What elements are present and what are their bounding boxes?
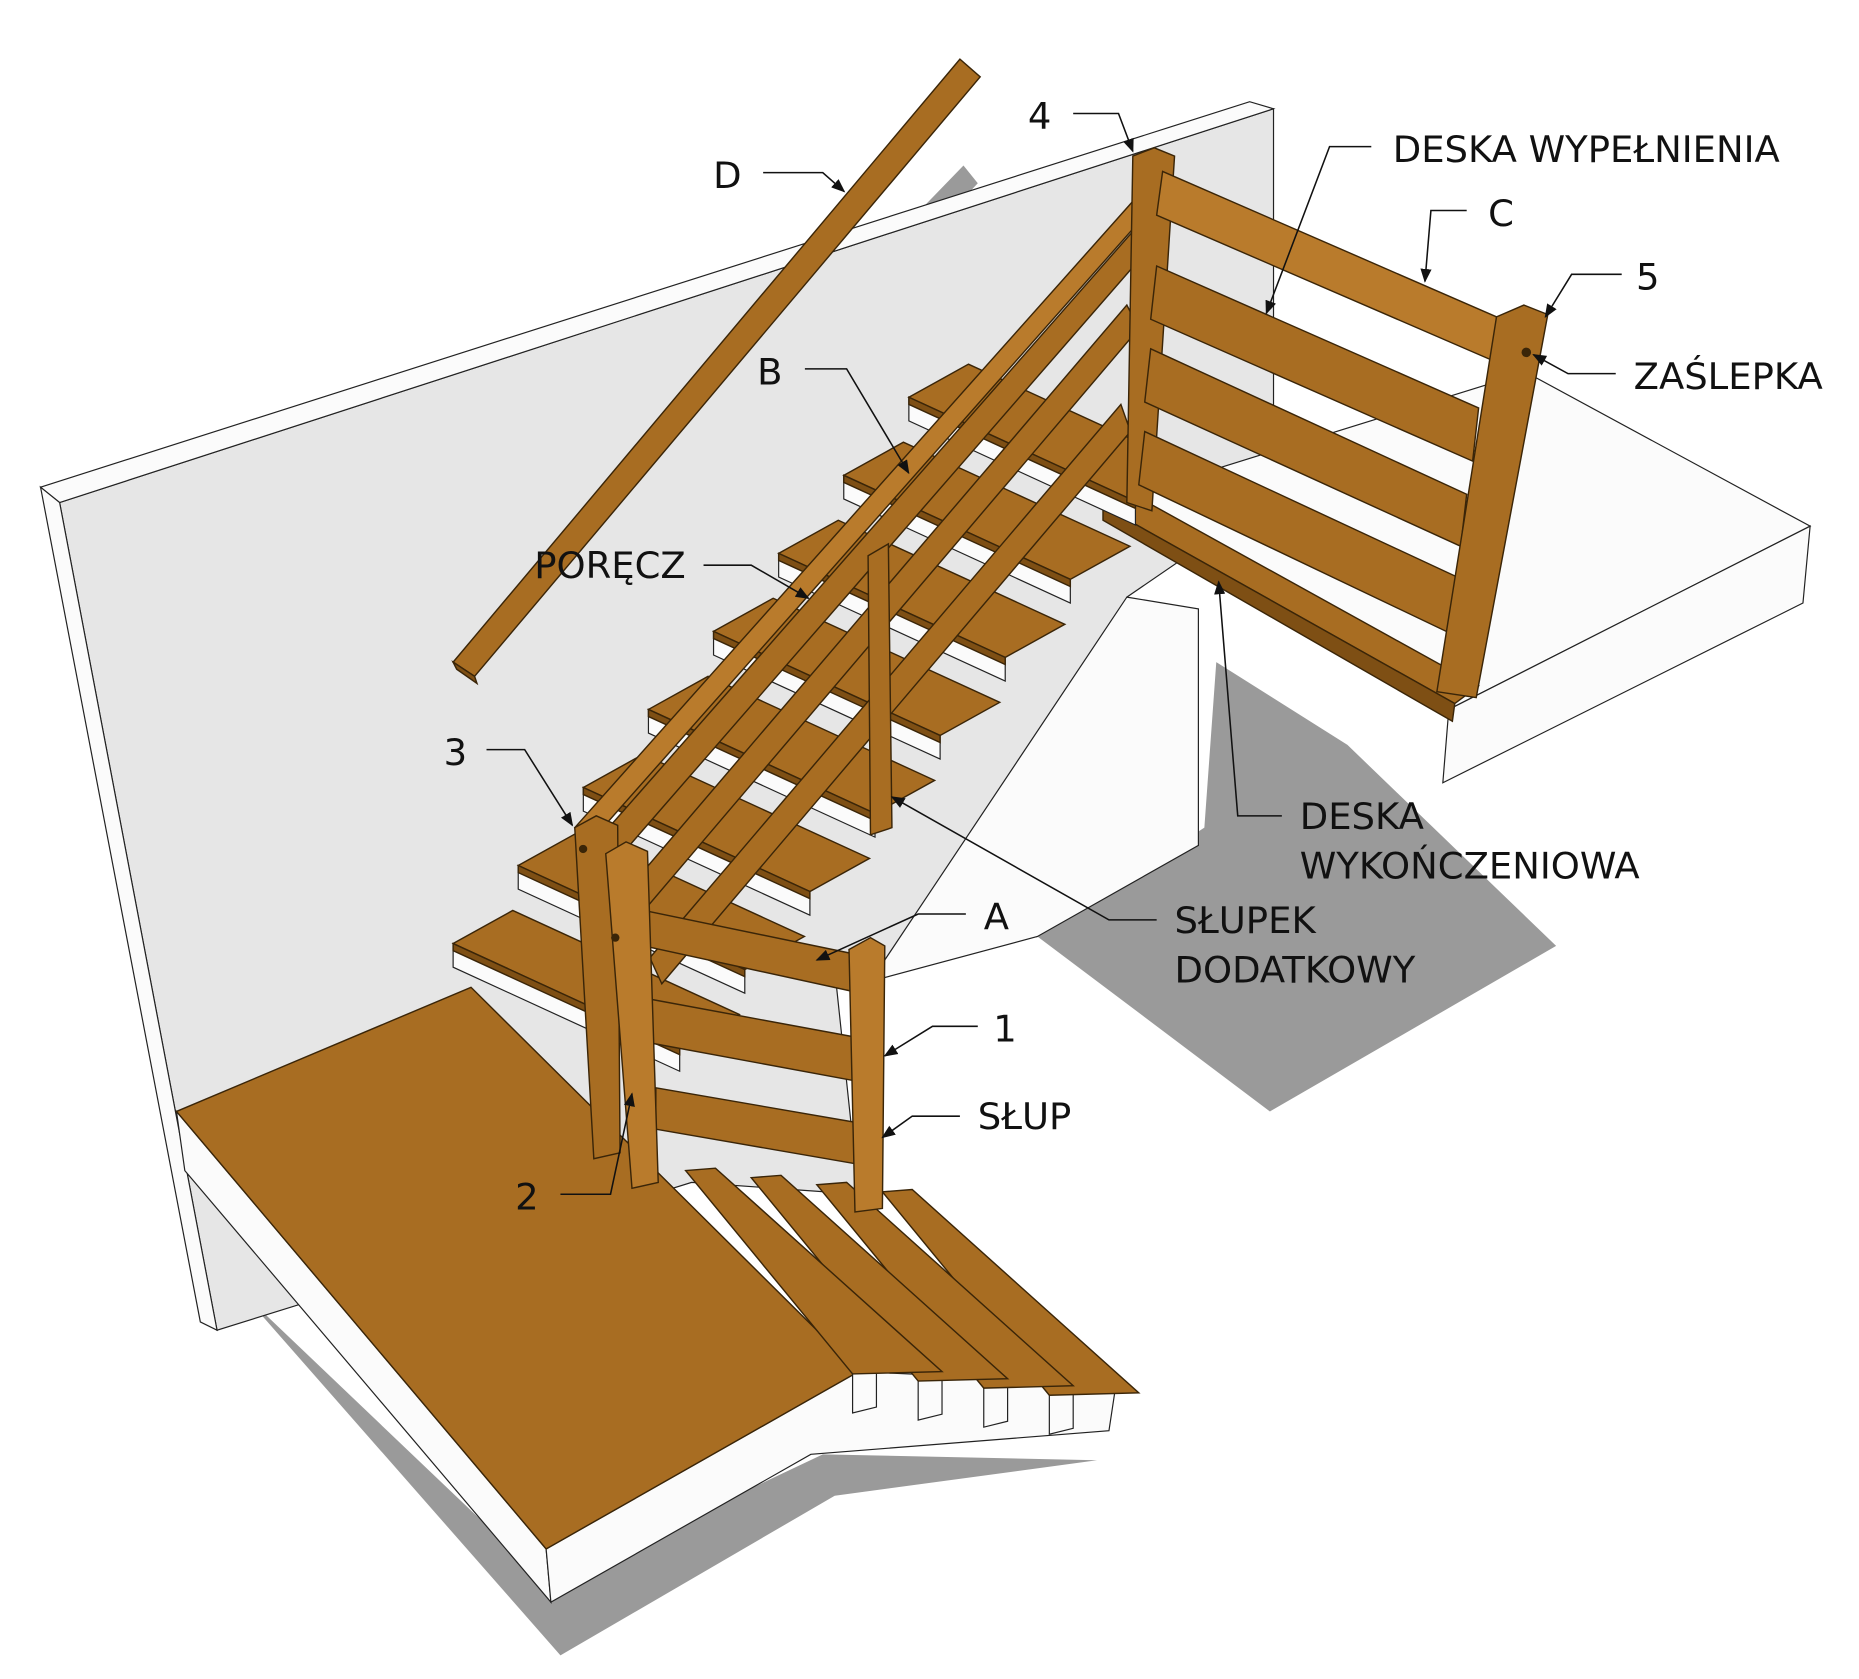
- label-a: A: [984, 896, 1009, 939]
- post-5: [1436, 304, 1549, 699]
- extra-post: [867, 542, 893, 836]
- lower-step-tread: [684, 1167, 944, 1375]
- upper-landing-front: [1442, 525, 1811, 784]
- post-4: [1126, 147, 1176, 512]
- label-zaslepka: ZAŚLEPKA: [1634, 354, 1823, 398]
- post-2: [605, 841, 659, 1190]
- floor-shadow-right: [1037, 662, 1557, 1112]
- handrail-d-edge: [451, 660, 479, 686]
- wall-side: [39, 485, 218, 1332]
- post-2-cap: [611, 933, 620, 942]
- label-deska-wykonczeniowa-1: DESKA: [1300, 795, 1424, 838]
- label-slupek-1: SŁUPEK: [1175, 899, 1317, 942]
- label-slup: SŁUP: [978, 1095, 1072, 1138]
- stair-stringer: [869, 596, 1199, 983]
- label-1: 1: [993, 1008, 1017, 1051]
- lower-steps: [684, 1167, 1141, 1436]
- post-3-cap: [578, 844, 588, 854]
- label-2: 2: [515, 1176, 539, 1219]
- label-5: 5: [1636, 256, 1660, 299]
- label-porecz: PORĘCZ: [534, 544, 686, 587]
- floor-shadow-lower: [238, 1288, 1098, 1656]
- label-deska-wypelnienia: DESKA WYPEŁNIENIA: [1393, 128, 1780, 171]
- label-3: 3: [444, 731, 468, 774]
- leader-lines: [486, 112, 1622, 1195]
- cap-zaslepka: [1521, 347, 1532, 358]
- label-slupek-2: DODATKOWY: [1175, 949, 1416, 992]
- label-4: 4: [1028, 95, 1052, 138]
- post-1-slup: [848, 936, 886, 1213]
- fill-board-1: [1149, 264, 1480, 463]
- label-d: D: [713, 154, 741, 197]
- finishing-board-face: [1102, 504, 1456, 723]
- label-c: C: [1488, 192, 1514, 235]
- label-deska-wykonczeniowa-2: WYKOŃCZENIOWA: [1300, 844, 1640, 888]
- label-b: B: [757, 350, 782, 393]
